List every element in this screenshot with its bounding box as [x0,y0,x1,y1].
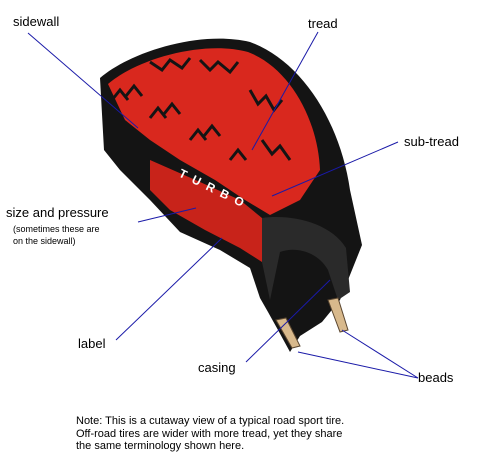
sidewall-leader [27,32,139,129]
sidewall-label: sidewall [13,14,60,29]
sidewall-red-panel [150,160,262,262]
tread-red-band [108,48,320,215]
sub-tread-label: sub-tread [404,134,459,149]
casing-label: casing [198,360,236,375]
sub-tread-leader [271,141,399,197]
note-line2: Off-road tires are wider with more tread… [76,427,343,440]
tread-leader [251,31,319,151]
size-note-line2: on the sidewall) [13,236,76,246]
bead-right [327,297,349,333]
beads-leader-right [341,329,419,379]
casing-inner [262,217,350,300]
beads-label: beads [418,370,454,385]
size-and-pressure-label: size and pressure [6,205,109,220]
label-label: label [78,336,106,351]
size-pressure-leader [137,207,197,223]
casing-leader [245,279,331,363]
beads-leader-left [297,351,419,379]
note-line1: Note: This is a cutaway view of a typica… [76,415,345,427]
sidewall-chevrons [110,83,248,161]
tread-label: tread [308,16,338,31]
bead-left [275,317,301,349]
label-leader [115,237,223,341]
size-note-line1: (sometimes these are [13,224,100,234]
note-text: Note: This is a cutaway view of a typica… [76,415,344,453]
leader-lines [27,31,419,379]
note-line3: the same terminology shown here. [76,440,245,452]
